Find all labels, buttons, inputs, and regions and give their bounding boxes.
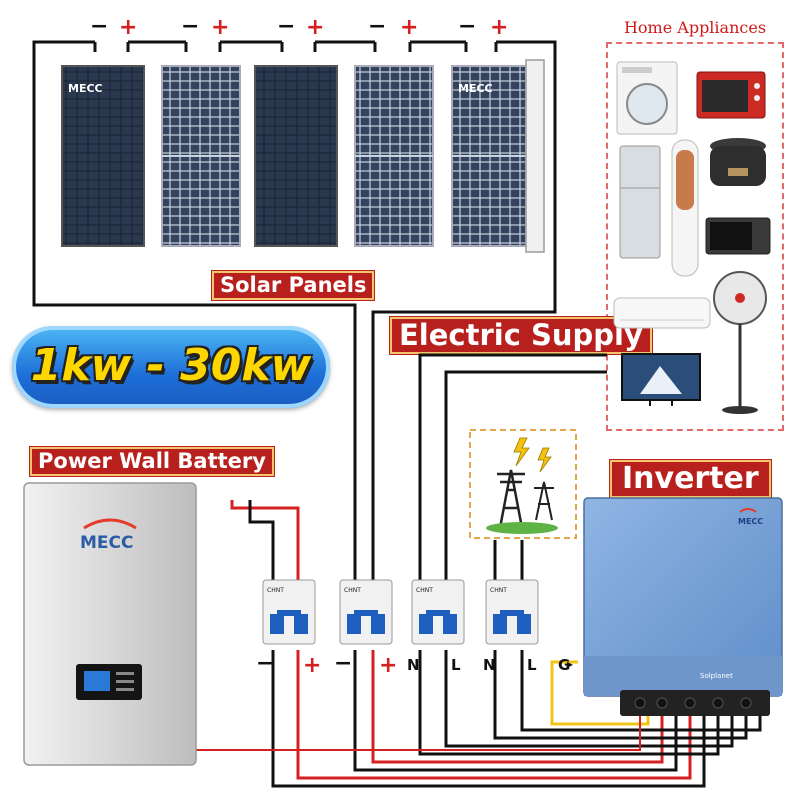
supply-wire-l	[444, 370, 607, 588]
grid-supply-icon	[469, 429, 577, 539]
pol-1-neg: −	[90, 14, 108, 39]
panel-jumper-3	[313, 40, 377, 52]
pol-5-pos: +	[490, 15, 508, 40]
lightning-icon	[513, 437, 530, 467]
grid-n-to-inverter	[493, 650, 748, 740]
pol-2-pos: +	[211, 15, 229, 40]
terminal-label: L	[451, 656, 461, 674]
power-range-text: 1kw - 30kw	[30, 340, 312, 391]
solar-positive-wire	[371, 40, 557, 588]
panel-jumper-2	[218, 40, 284, 52]
terminal-label: −	[334, 651, 352, 676]
breakers: CHNT CHNT CHNT CHNT	[262, 579, 539, 645]
terminal-label: N	[483, 656, 496, 674]
panel-logo: MECC	[68, 82, 103, 95]
terminal-label: +	[303, 653, 321, 678]
battery-positive-wire	[230, 500, 300, 588]
panel-polarity-marks: − + − + − + − + − +	[90, 14, 508, 40]
panel-jumper-1	[126, 40, 188, 52]
breaker-icon: CHNT	[262, 579, 316, 645]
inverter-brand: Solplanet	[700, 672, 733, 680]
lightning-icon	[537, 447, 552, 473]
ground-arrow: ▸	[567, 657, 573, 671]
terminal-label: N	[407, 656, 420, 674]
supply-wire-n	[418, 353, 607, 588]
solar-panels-label: Solar Panels	[212, 271, 375, 300]
washing-machine-icon	[616, 61, 678, 135]
panel-logo: MECC	[458, 82, 493, 95]
solar-panel-icon	[254, 65, 338, 247]
terminal-label: G	[558, 656, 570, 674]
refrigerator-icon	[619, 145, 661, 259]
panel-jumper-4	[408, 40, 468, 52]
pol-3-pos: +	[306, 15, 324, 40]
terminal-label: L	[527, 656, 537, 674]
terminal-label: −	[256, 651, 274, 676]
home-appliances-title: Home Appliances	[608, 18, 782, 37]
split-ac-icon	[613, 297, 711, 329]
pv-neg-to-inverter	[353, 650, 678, 772]
pol-1-pos: +	[119, 15, 137, 40]
oven-icon	[696, 71, 766, 119]
solar-negative-wire	[32, 40, 357, 588]
pol-4-neg: −	[368, 14, 386, 39]
breaker-brand: CHNT	[416, 587, 433, 594]
breaker-icon: CHNT	[411, 579, 465, 645]
power-range-badge: 1kw - 30kw	[12, 326, 330, 408]
transmission-tower-icon	[497, 469, 525, 529]
tower-ac-icon	[671, 139, 699, 277]
power-wall-battery-label: Power Wall Battery	[30, 447, 274, 476]
breaker-brand: CHNT	[267, 587, 284, 594]
breaker-icon: CHNT	[485, 579, 539, 645]
breaker-icon: CHNT	[339, 579, 393, 645]
transmission-tower-icon	[534, 481, 554, 521]
terminal-labels: − + − + N L N L G	[256, 651, 570, 678]
microwave-icon	[705, 217, 771, 255]
fan-icon	[713, 271, 767, 414]
solar-panel-icon	[161, 65, 241, 247]
solar-panel-icon	[354, 65, 434, 247]
pol-5-neg: −	[458, 14, 476, 39]
battery-neg-to-inverter	[271, 650, 706, 788]
solar-panel-icon: MECC	[451, 59, 545, 253]
pol-2-neg: −	[181, 14, 199, 39]
solar-panel-icon: MECC	[61, 65, 145, 247]
rice-cooker-icon	[710, 138, 766, 186]
inverter-label: Inverter	[610, 460, 771, 498]
terminal-label: +	[379, 653, 397, 678]
battery-negative-wire	[248, 500, 275, 588]
breaker-brand: CHNT	[344, 587, 361, 594]
wires	[32, 40, 762, 788]
tv-icon	[621, 353, 701, 406]
pol-4-pos: +	[400, 15, 418, 40]
battery-icon: MECC	[23, 482, 197, 766]
battery-logo: MECC	[80, 533, 133, 553]
inverter-logo: MECC	[738, 517, 763, 526]
inverter-icon: MECC Solplanet	[583, 497, 783, 716]
load-n-to-inverter	[418, 650, 720, 756]
solar-panels: MECC MECC	[61, 59, 545, 253]
ground-wire	[550, 660, 650, 726]
breaker-brand: CHNT	[490, 587, 507, 594]
electric-supply-label: Electric Supply	[390, 317, 652, 354]
pol-3-neg: −	[277, 14, 295, 39]
home-appliances	[613, 61, 771, 414]
